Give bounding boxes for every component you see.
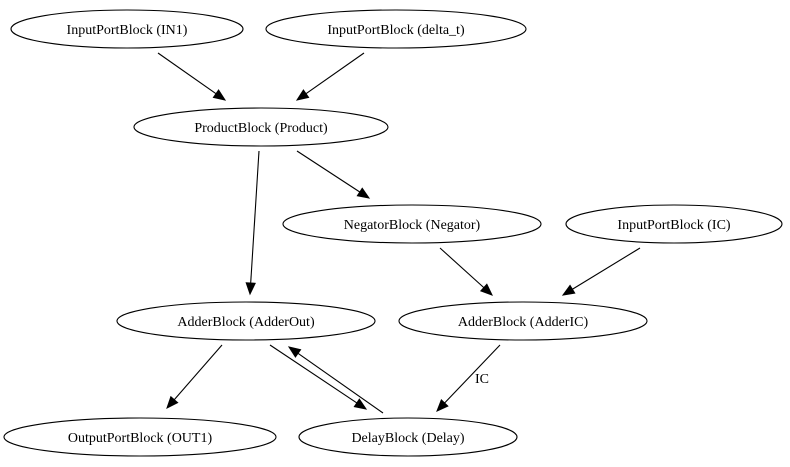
edge-line bbox=[173, 344, 223, 401]
arrowhead bbox=[245, 282, 256, 296]
node-ellipse bbox=[398, 301, 648, 341]
edge-line bbox=[305, 52, 365, 95]
node-product: ProductBlock (Product) bbox=[133, 107, 389, 147]
node-adderic: AdderBlock (AdderIC) bbox=[398, 301, 648, 341]
arrowhead bbox=[295, 89, 310, 101]
node-ellipse bbox=[282, 204, 542, 244]
edge-ic-to-adderic bbox=[561, 247, 641, 296]
edge-line bbox=[250, 150, 260, 284]
node-label: InputPortBlock (IN1) bbox=[67, 23, 188, 38]
node-out1: OutputPortBlock (OUT1) bbox=[3, 417, 277, 457]
edge-line bbox=[572, 247, 641, 290]
node-label: OutputPortBlock (OUT1) bbox=[68, 431, 213, 446]
edge-line bbox=[297, 352, 384, 414]
node-label: DelayBlock (Delay) bbox=[351, 431, 464, 446]
nodes-layer: InputPortBlock (IN1) InputPortBlock (delt… bbox=[3, 9, 783, 457]
edge-product-to-negator bbox=[296, 150, 371, 199]
edge-adderout-to-delay bbox=[269, 344, 368, 410]
arrowhead bbox=[436, 399, 449, 412]
arrowhead bbox=[353, 398, 368, 410]
arrowhead bbox=[212, 89, 227, 101]
edge-delay-to-adderout bbox=[287, 346, 384, 414]
edge-line bbox=[157, 52, 217, 95]
node-ellipse bbox=[265, 9, 527, 49]
node-label: AdderBlock (AdderOut) bbox=[177, 315, 315, 330]
edge-negator-to-adderic bbox=[439, 247, 493, 296]
edge-product-to-adderout bbox=[245, 150, 260, 296]
node-label: ProductBlock (Product) bbox=[194, 121, 328, 136]
node-ellipse bbox=[10, 9, 244, 49]
edge-line bbox=[444, 344, 501, 404]
arrowhead bbox=[287, 346, 302, 358]
edge-adderic-to-delay: IC bbox=[436, 344, 501, 412]
node-adderout: AdderBlock (AdderOut) bbox=[116, 301, 376, 341]
edge-label: IC bbox=[475, 372, 489, 387]
node-ellipse bbox=[3, 417, 277, 457]
edge-adderout-to-out1 bbox=[166, 344, 223, 409]
arrowhead bbox=[166, 395, 179, 409]
node-ellipse bbox=[565, 204, 783, 244]
node-ellipse bbox=[298, 417, 518, 457]
arrowhead bbox=[356, 187, 371, 199]
node-label: InputPortBlock (delta_t) bbox=[327, 23, 465, 38]
arrowhead bbox=[561, 284, 576, 296]
node-ellipse bbox=[133, 107, 389, 147]
node-in1: InputPortBlock (IN1) bbox=[10, 9, 244, 49]
node-ic: InputPortBlock (IC) bbox=[565, 204, 783, 244]
node-delay: DelayBlock (Delay) bbox=[298, 417, 518, 457]
node-label: InputPortBlock (IC) bbox=[617, 218, 730, 233]
edge-line bbox=[296, 150, 361, 193]
node-label: NegatorBlock (Negator) bbox=[344, 218, 481, 233]
node-negator: NegatorBlock (Negator) bbox=[282, 204, 542, 244]
edge-line bbox=[269, 344, 358, 404]
edge-line bbox=[439, 247, 485, 289]
arrowhead bbox=[479, 283, 493, 296]
edge-delta_t-to-product bbox=[295, 52, 365, 101]
node-delta_t: InputPortBlock (delta_t) bbox=[265, 9, 527, 49]
edges-layer: IC bbox=[157, 52, 641, 414]
node-label: AdderBlock (AdderIC) bbox=[458, 315, 589, 330]
node-ellipse bbox=[116, 301, 376, 341]
edge-in1-to-product bbox=[157, 52, 227, 101]
